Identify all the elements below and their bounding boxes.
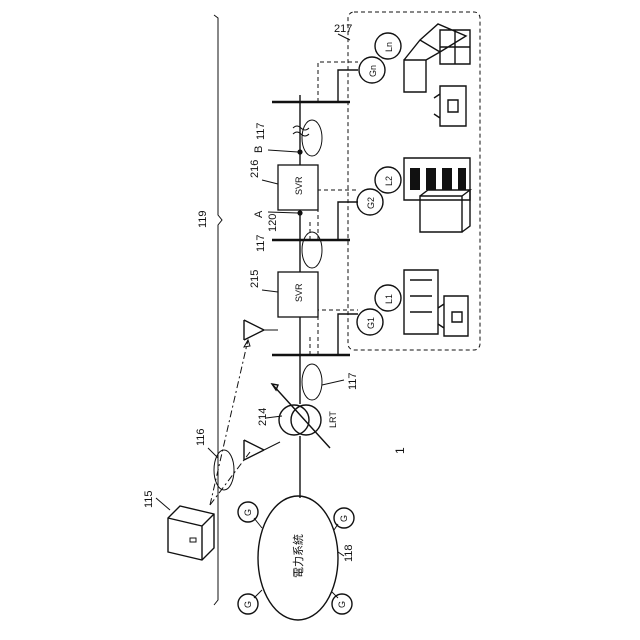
grid-generator-1: G [238,502,262,528]
antenna-svr-icon [244,320,264,340]
ev-car-icon [434,86,466,126]
svg-text:G: G [339,515,349,522]
antenna-lrt-icon [244,440,264,460]
point-b-dot [297,149,302,154]
svr-215-label: SVR [294,283,304,302]
point-a-dot [297,210,302,215]
svg-text:G: G [243,601,253,608]
home-solar-icon [404,24,470,92]
ref-117-c: 117 [255,122,267,140]
svg-text:G2: G2 [366,197,376,209]
car-icon [438,296,468,336]
svg-text:Gn: Gn [368,65,378,77]
svg-text:G: G [243,509,253,516]
ref-216: 216 [249,160,261,178]
point-b-label: B [253,146,265,153]
comm-117-ring-3 [302,120,322,156]
svg-text:G1: G1 [366,317,376,329]
ref-115: 115 [143,490,155,508]
ref-119: 119 [197,210,209,228]
grid-label: 電力系統 [291,534,305,578]
customer-group-2: G2 L2 [357,158,470,232]
storage-icon [420,190,470,232]
house-icon [404,270,438,334]
wireless-link-2 [210,452,250,505]
comm-117-ring-2 [302,232,322,268]
ref-118: 118 [343,544,355,562]
ref-217: 217 [334,23,352,35]
svg-text:Ln: Ln [384,42,394,52]
svg-text:G: G [337,601,347,608]
customer-group-1: G1 L1 [357,270,468,336]
ref-117-a: 117 [347,372,359,390]
point-a-label: A [253,210,265,218]
ref-214: 214 [257,408,269,426]
grid-generator-2: G [334,508,354,530]
line-break-mark [293,126,309,136]
ref-215: 215 [249,270,261,288]
ref-117-b: 117 [255,234,267,252]
ref-system-1: 1 [393,447,407,454]
comm-116-ring [214,450,234,490]
server-icon [168,506,214,560]
grid-generator-4: G [332,592,352,614]
svr-216-label: SVR [294,176,304,195]
svg-text:L2: L2 [384,176,394,186]
ref-116: 116 [195,428,207,446]
lrt-label: LRT [328,411,338,428]
comm-117-ring-1 [302,364,322,400]
customer-group-n: Gn Ln [359,24,470,126]
svg-text:L1: L1 [384,294,394,304]
area-119-brace [214,15,222,605]
ref-120: 120 [267,214,279,232]
grid-generator-3: G [238,590,262,614]
